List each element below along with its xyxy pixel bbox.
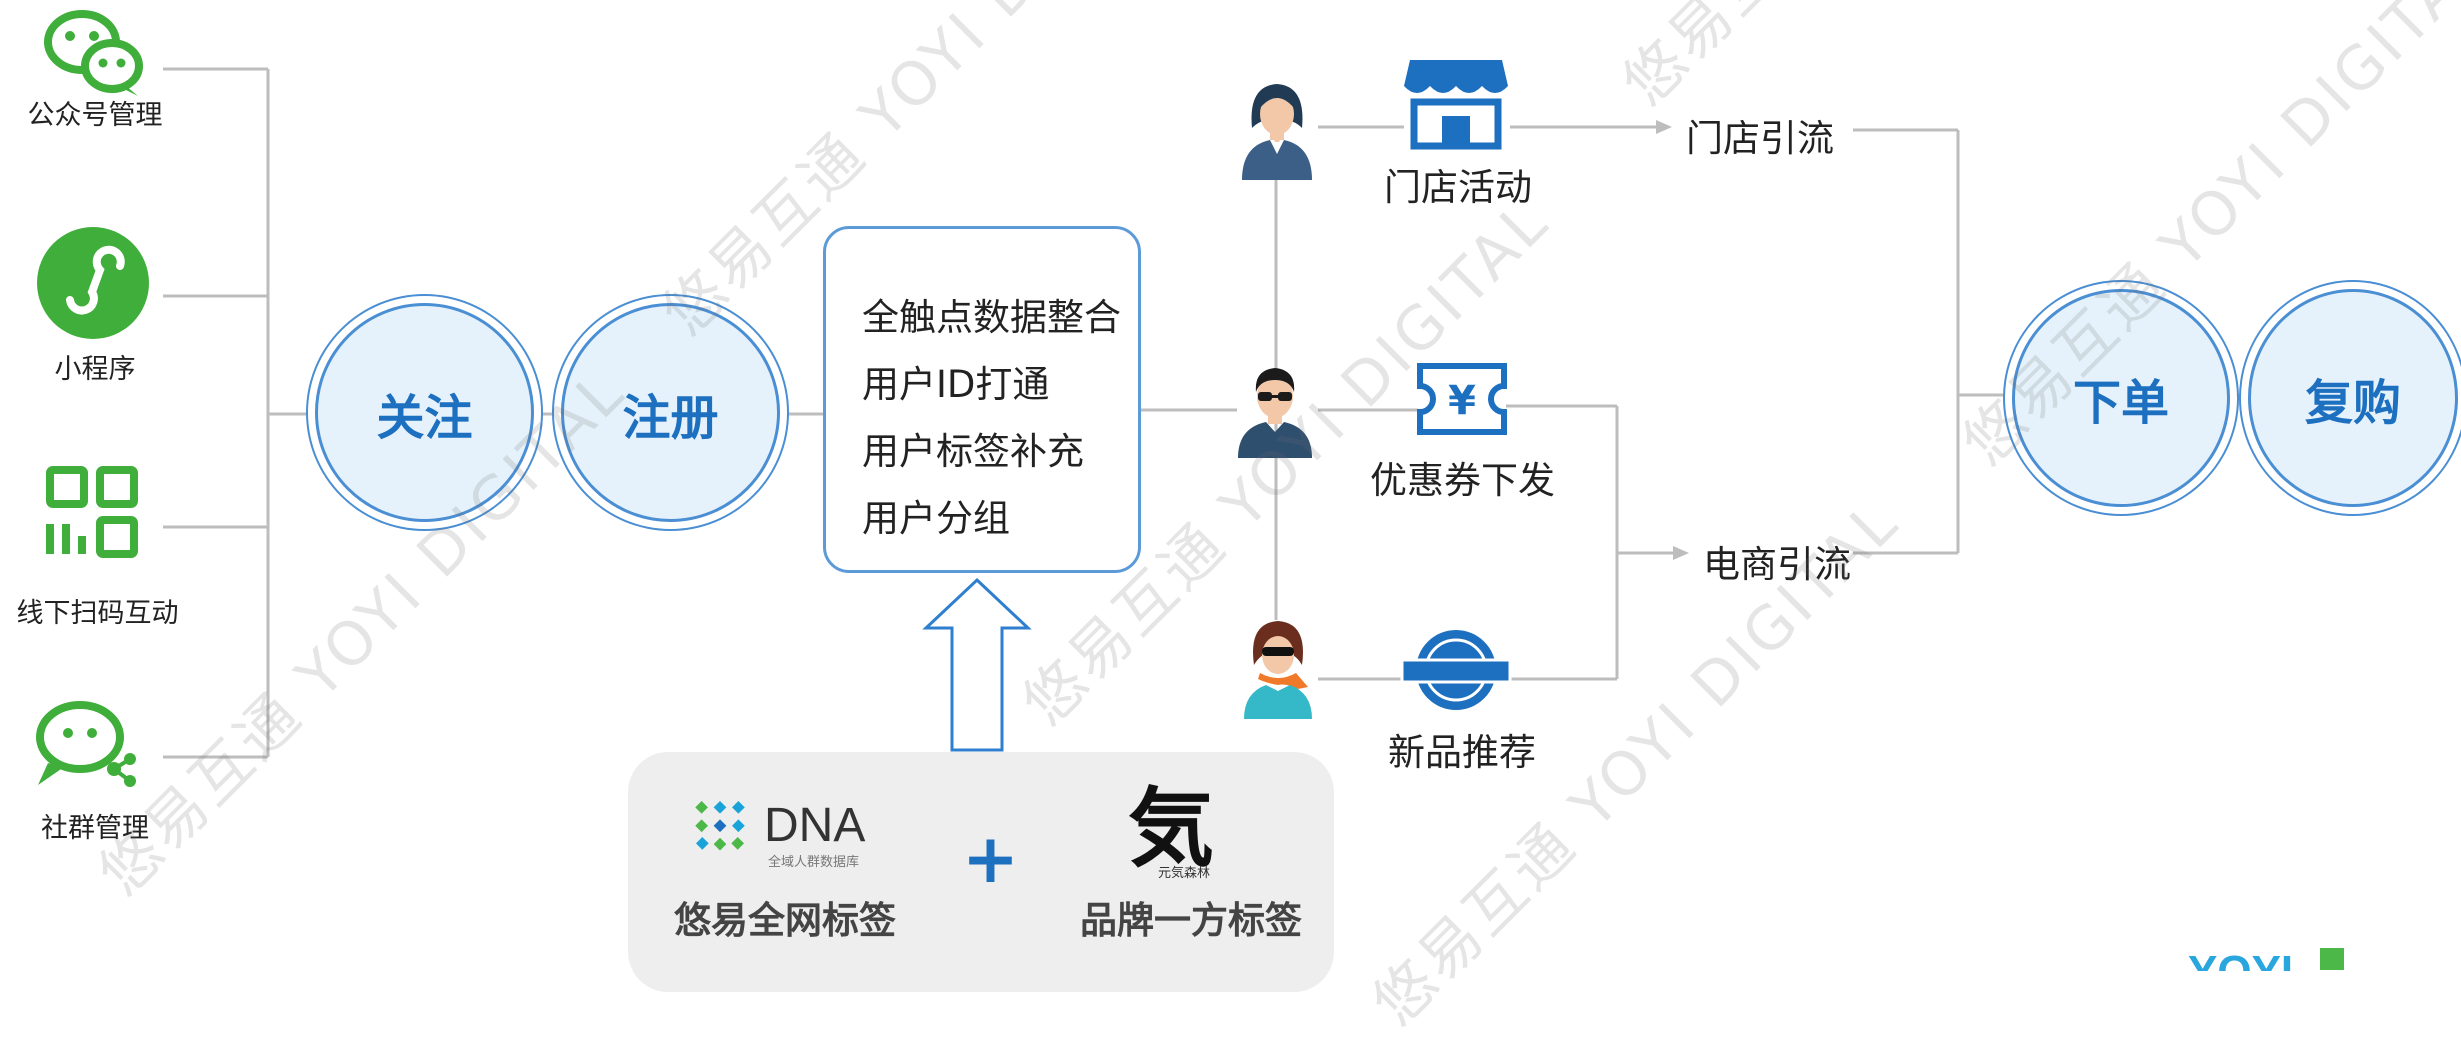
tag-sources-panel: DNA 全域人群数据库 悠易全网标签 + 気 元気森林 品牌一方标签 [628, 752, 1334, 992]
step-order-label: 下单 [2072, 375, 2169, 431]
brand-logo-icon: 気 [1128, 778, 1214, 879]
dna-logo-icon [685, 790, 755, 860]
plus-sign: + [962, 820, 1019, 899]
female-user-avatar-icon [1236, 78, 1318, 180]
wechat-icon [42, 8, 146, 96]
funnel-diagram: 公众号管理 小程序 线下扫码互动 [16, 0, 2461, 1039]
qr-code-icon [44, 464, 140, 560]
storefront-icon [1402, 54, 1510, 150]
action-label-store-event: 门店活动 [1384, 166, 1532, 209]
step-repurchase-circle: 复购 [2248, 289, 2458, 507]
integration-line-touchpoint: 全触点数据整合 [862, 296, 1121, 339]
dna-logo-subtext: 全域人群数据库 [768, 855, 860, 870]
svg-text:¥: ¥ [1448, 378, 1476, 424]
community-chat-icon [34, 697, 138, 789]
integration-line-id-mapping: 用户ID打通 [862, 363, 1050, 406]
traffic-label-ecommerce: 电商引流 [1703, 543, 1851, 586]
svg-text:YOYI: YOYI [2188, 947, 2293, 971]
step-follow-label: 关注 [376, 389, 473, 446]
brand-tag-label: 品牌一方标签 [1080, 899, 1302, 942]
step-register-circle: 注册 [561, 303, 780, 522]
male-user-glasses-avatar-icon [1232, 356, 1318, 458]
traffic-label-store: 门店引流 [1686, 117, 1834, 160]
step-repurchase-label: 复购 [2304, 375, 2401, 431]
dna-logo-text: DNA [764, 799, 866, 852]
yoyi-logo-icon: YOYI [2188, 946, 2348, 971]
brand-logo-subtext: 元気森林 [1158, 866, 1211, 881]
coupon-icon: ¥ [1416, 362, 1508, 436]
action-label-new-product: 新品推荐 [1388, 731, 1536, 774]
step-order-circle: 下单 [2012, 289, 2230, 507]
mini-program-icon [36, 226, 150, 340]
up-arrow-icon [922, 577, 1032, 752]
dna-tag-label: 悠易全网标签 [674, 899, 896, 942]
channel-label-official-account: 公众号管理 [27, 100, 163, 131]
integration-line-tag-enrichment: 用户标签补充 [862, 430, 1084, 473]
step-register-label: 注册 [622, 389, 719, 446]
connector-lines [163, 67, 2246, 759]
channel-label-community: 社群管理 [41, 813, 149, 844]
channel-label-offline-scan: 线下扫码互动 [16, 598, 179, 629]
female-user-scarf-avatar-icon [1236, 617, 1320, 719]
step-follow-circle: 关注 [315, 303, 534, 522]
action-label-coupon: 优惠券下发 [1370, 459, 1555, 502]
data-integration-box: 全触点数据整合 用户ID打通 用户标签补充 用户分组 [823, 226, 1141, 573]
integration-line-grouping: 用户分组 [862, 497, 1010, 540]
channel-label-mini-program: 小程序 [54, 354, 136, 385]
new-product-badge-icon [1400, 626, 1512, 714]
